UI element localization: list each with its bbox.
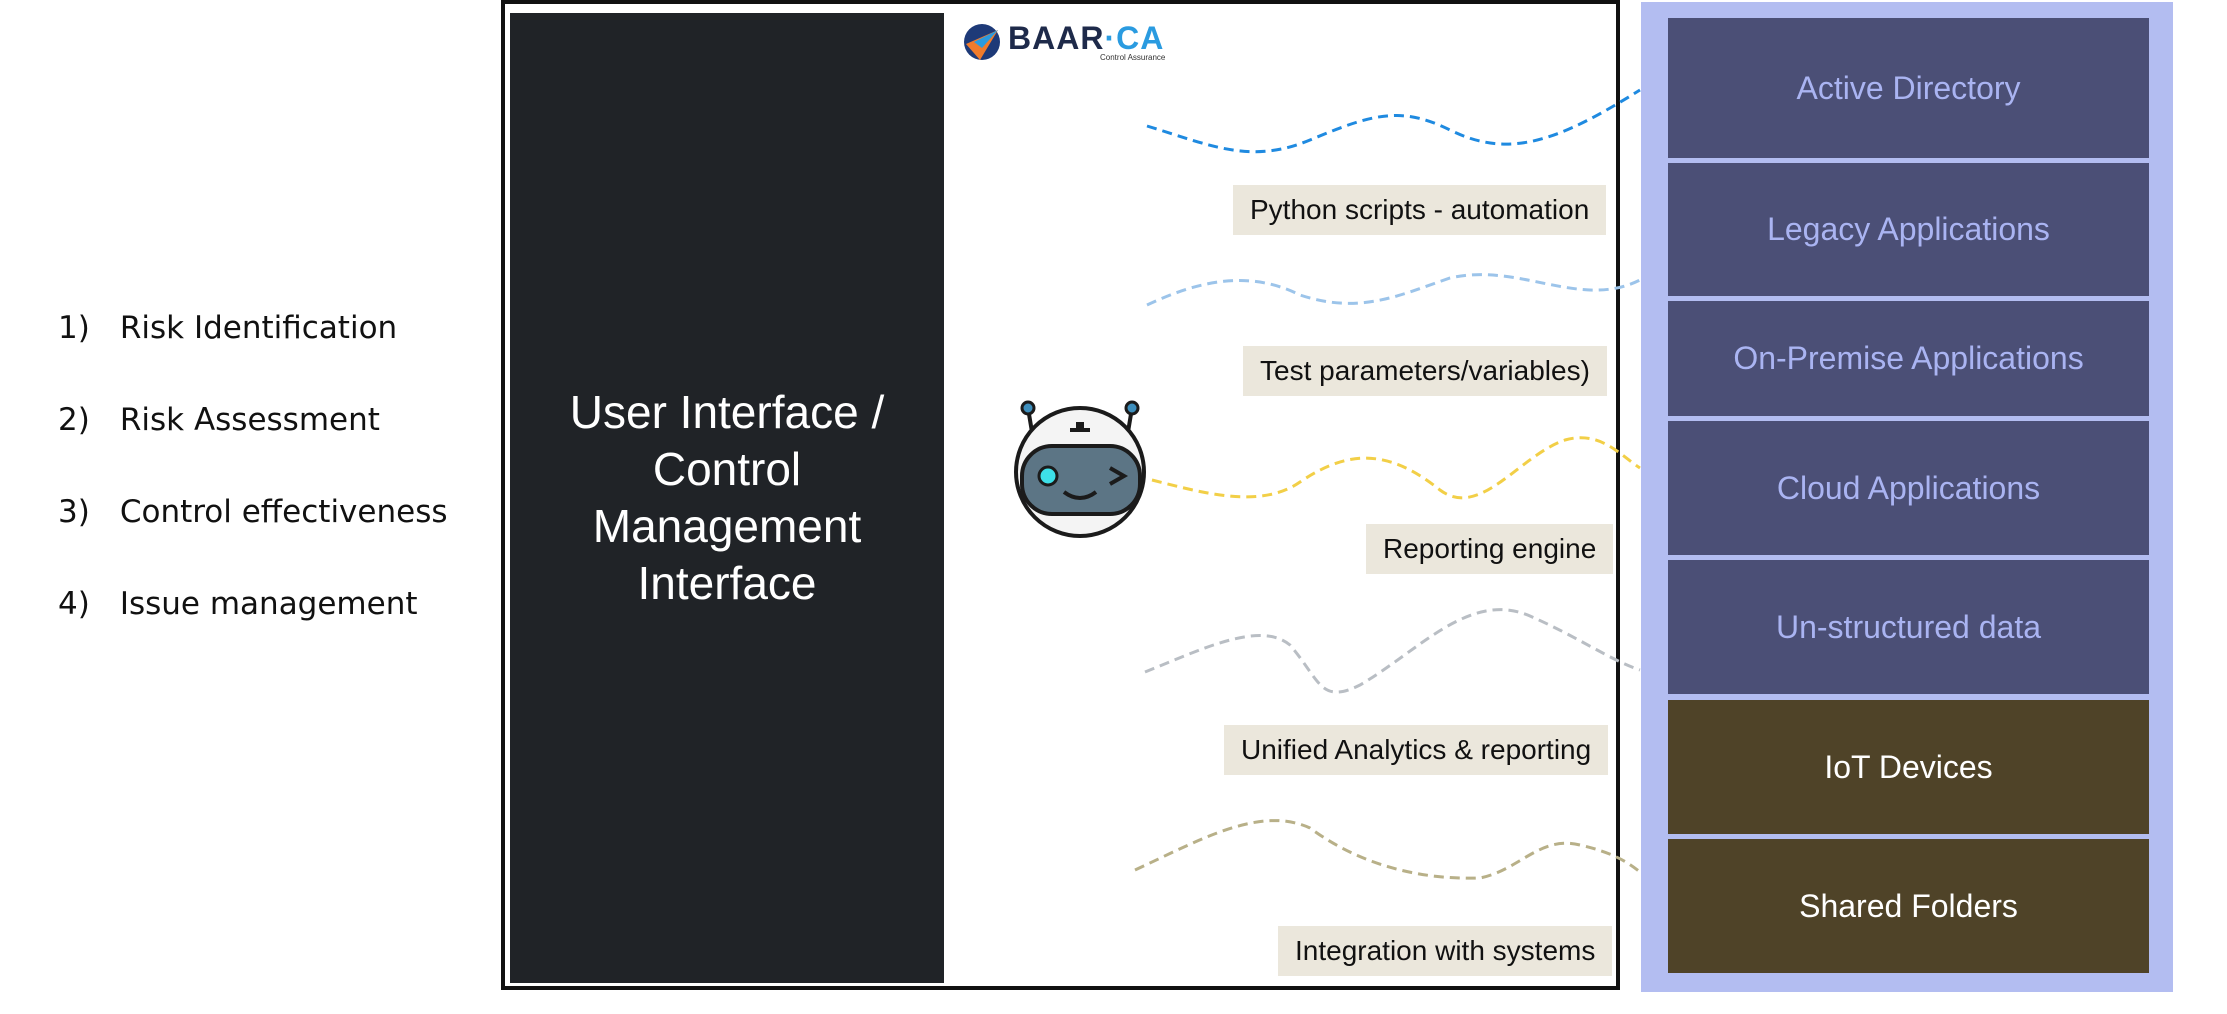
list-label: Risk Identification	[119, 310, 398, 346]
list-item: 3) Control effectiveness	[58, 494, 448, 530]
robot-icon	[1014, 400, 1146, 538]
list-item: 2) Risk Assessment	[58, 402, 380, 438]
baar-logo: BAAR·CA Control Assurance	[962, 18, 1165, 66]
feature-tag: Unified Analytics & reporting	[1224, 725, 1609, 775]
list-item: 1) Risk Identification	[58, 310, 397, 346]
list-label: Risk Assessment	[119, 402, 380, 438]
feature-tag: Python scripts - automation	[1233, 185, 1607, 235]
list-label: Control effectiveness	[119, 494, 448, 530]
system-legacy-applications: Legacy Applications	[1668, 163, 2149, 296]
list-number: 4)	[58, 586, 90, 622]
list-label: Issue management	[119, 586, 418, 622]
system-iot-devices: IoT Devices	[1668, 700, 2149, 834]
baar-logo-icon	[964, 24, 1000, 60]
system-on-premise-applications: On-Premise Applications	[1668, 301, 2149, 416]
list-item: 4) Issue management	[58, 586, 418, 622]
connector-line-cloud	[1151, 436, 1641, 500]
connector-line-shared	[1134, 819, 1641, 880]
logo-brand: BAAR	[1008, 20, 1105, 56]
connector-line-unstructured	[1144, 608, 1641, 694]
feature-tag: Integration with systems	[1278, 926, 1613, 976]
system-unstructured-data: Un-structured data	[1668, 560, 2149, 694]
connector-line-active-directory	[1146, 88, 1641, 154]
logo-suffix: CA	[1116, 20, 1165, 56]
connector-line-legacy	[1146, 273, 1641, 307]
system-cloud-applications: Cloud Applications	[1668, 421, 2149, 555]
panel-title: User Interface / Control Management Inte…	[569, 386, 885, 609]
feature-tag: Reporting engine	[1366, 524, 1614, 574]
list-number: 2)	[58, 402, 90, 438]
system-active-directory: Active Directory	[1668, 18, 2149, 158]
system-shared-folders: Shared Folders	[1668, 839, 2149, 973]
logo-tagline: Control Assurance	[1100, 53, 1166, 62]
list-number: 1)	[58, 310, 90, 346]
feature-tag: Test parameters/variables)	[1243, 346, 1607, 396]
list-number: 3)	[58, 494, 90, 530]
control-interface-panel: User Interface / Control Management Inte…	[510, 13, 944, 983]
